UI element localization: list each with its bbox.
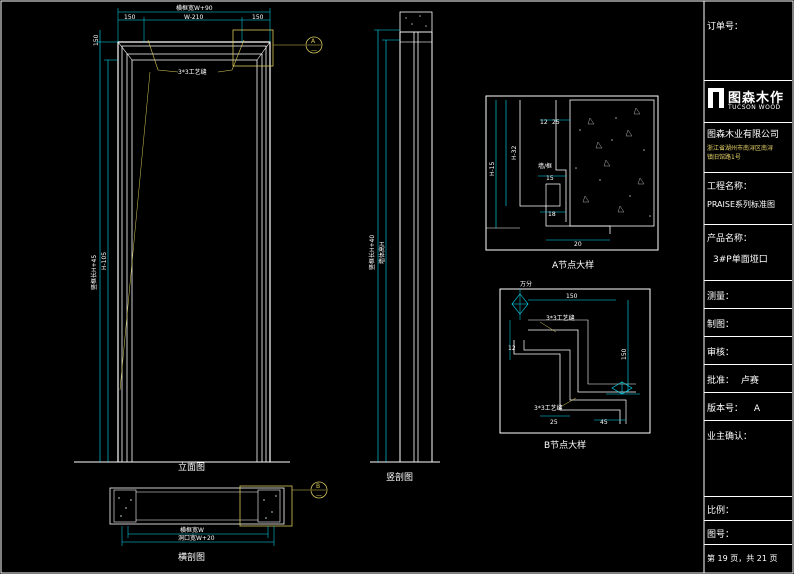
project-label: 工程名称： [707, 182, 753, 192]
draw-label: 制图： [707, 320, 735, 330]
page-cell: 第 19 页，共 21 页 [704, 544, 792, 572]
tucson-logo-icon [708, 88, 724, 108]
version-value: A [753, 404, 761, 414]
approve-cell: 批准： 卢赛 [704, 364, 792, 392]
detail-markers: A — B — [311, 38, 322, 499]
version-cell: 版本号： A [704, 392, 792, 420]
order-label: 订单号： [707, 22, 744, 32]
review-label: 审核： [707, 348, 735, 358]
dim-b-12: 12 [508, 345, 516, 352]
scale-cell: 比例： [704, 496, 792, 520]
dim-a-label: 墙/框 [538, 162, 552, 170]
owner-cell: 业主确认： [704, 420, 792, 496]
dim-top-inner: W-210 [184, 14, 203, 21]
project-value: PRAISE系列标准图 [707, 200, 776, 209]
dim-a-h2: H-32 [511, 146, 518, 160]
dim-top-right: 150 [252, 14, 264, 21]
marker-a-letter: A [311, 38, 316, 45]
dim-vsec-total2: 墙体高H [378, 241, 386, 264]
dwg-cell: 图号： [704, 520, 792, 544]
node-a-caption: A节点大样 [552, 259, 594, 271]
company-cell: 图森木业有限公司 浙江省湖州市南浔区南浔 镇旧馆路1号 [704, 122, 792, 172]
node-b-caption: B节点大样 [544, 439, 586, 451]
draw-cell: 制图： [704, 308, 792, 336]
project-cell: 工程名称： PRAISE系列标准图 [704, 172, 792, 224]
dim-left-top: 150 [93, 34, 100, 46]
logo-chinese: 图森木作 [728, 91, 785, 106]
elevation-view [74, 8, 323, 463]
product-value: 3#P单面垭口 [713, 255, 768, 265]
scale-label: 比例： [707, 506, 735, 516]
horizontal-section-view [109, 481, 328, 546]
page-label: 第 19 页，共 21 页 [707, 554, 778, 563]
dim-b-gap1: 3*3工艺缝 [546, 314, 575, 322]
dim-a-12: 12 [540, 119, 548, 126]
marker-b-sub: — [316, 492, 322, 499]
dim-a-15: 15 [546, 175, 554, 182]
dimension-labels: 横框宽W+90 W-210 150 150 竖框长H+45 H-105 150 … [90, 4, 628, 542]
owner-label: 业主确认： [707, 432, 753, 442]
dim-top-outer: 横框宽W+90 [176, 4, 213, 12]
node-b-detail [499, 288, 651, 434]
dim-left-inner: H-105 [101, 252, 108, 270]
address-line2: 镇旧馆路1号 [707, 154, 741, 161]
dim-vsec-total: 竖框长H+40 [368, 235, 376, 270]
dim-a-w: 20 [574, 241, 582, 248]
review-cell: 审核： [704, 336, 792, 364]
dim-left-total: 竖框长H+45 [90, 255, 98, 290]
product-label: 产品名称： [707, 234, 753, 244]
order-cell: 订单号： [704, 1, 792, 81]
dim-hsec-bottom: 洞口宽W+20 [178, 534, 215, 542]
address-line1: 浙江省湖州市南浔区南浔 [707, 145, 774, 152]
measure-label: 测量： [707, 292, 735, 302]
dim-a-25: 25 [552, 119, 560, 126]
node-a-detail [485, 95, 659, 251]
logo-english: TUCSON WOOD [728, 104, 781, 111]
marker-a-sub: — [311, 47, 317, 54]
dim-gap-label: 3*3工艺缝 [178, 68, 207, 76]
company-name: 图森木业有限公司 [707, 130, 780, 140]
title-block: 订单号： 图森木作 TUCSON WOOD 图森木业有限公司 浙江省湖州市南浔区… [704, 0, 794, 574]
dim-b-right: 150 [621, 348, 628, 360]
vsection-caption: 竖剖图 [386, 471, 413, 483]
dim-top-left: 150 [124, 14, 136, 21]
drawing-labels: 立面图 竖剖图 横剖图 A节点大样 B节点大样 [178, 259, 594, 563]
measure-cell: 测量： [704, 280, 792, 308]
dim-b-gap2: 3*3工艺缝 [534, 404, 563, 412]
hsection-caption: 横剖图 [178, 551, 205, 563]
dim-a-18: 18 [548, 211, 556, 218]
dim-b-top-mark: 万分 [520, 280, 532, 288]
approve-value: 卢赛 [740, 376, 759, 386]
product-cell: 产品名称： 3#P单面垭口 [704, 224, 792, 280]
elevation-caption: 立面图 [178, 461, 205, 473]
marker-b-letter: B [316, 483, 320, 490]
dim-a-h: H-15 [489, 162, 496, 176]
dim-hsec-top: 横框宽W [180, 526, 204, 534]
logo-box: 图森木作 TUCSON WOOD [704, 80, 792, 123]
dim-b-45: 45 [600, 419, 608, 426]
dim-b-25: 25 [550, 419, 558, 426]
version-label: 版本号： [707, 404, 744, 414]
dim-b-top: 150 [566, 293, 578, 300]
dwg-label: 图号： [707, 530, 735, 540]
approve-label: 批准： [707, 376, 735, 386]
vertical-section-view [370, 11, 440, 463]
